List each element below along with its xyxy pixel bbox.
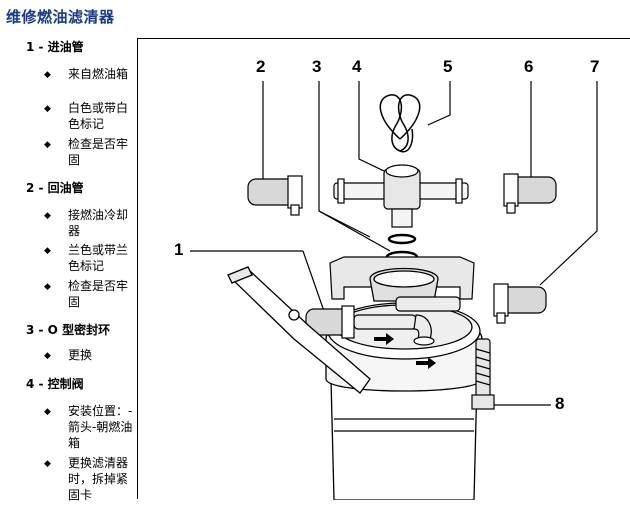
control-valve	[333, 164, 469, 228]
callout-8: 8	[555, 394, 565, 413]
section-heading-2: 2 - 回油管	[26, 181, 84, 195]
list-item: ◆ 接燃油冷却器	[44, 208, 129, 238]
bullet-icon: ◆	[44, 70, 51, 80]
leader-line-3	[318, 81, 391, 252]
flow-arrow-icon	[374, 333, 436, 369]
leader-line-5	[427, 81, 451, 126]
clamp-screw	[471, 338, 495, 410]
supply-hose-right	[493, 283, 547, 324]
list-item: ◆ 检查是否牢固	[44, 137, 129, 167]
leader-line-4	[358, 81, 385, 172]
bullet-icon: ◆	[44, 104, 51, 114]
diagram-drawing	[190, 81, 598, 500]
section-heading-1: 1 - 进油管	[26, 40, 84, 54]
filter-pipes	[353, 296, 461, 346]
leader-line-3b	[318, 210, 371, 238]
list-item: ◆ 来自燃油箱	[44, 67, 129, 81]
bullet-icon: ◆	[44, 459, 51, 469]
callout-5: 5	[443, 57, 453, 76]
list-item: ◆ 白色或带白色标记	[44, 101, 129, 131]
bullet-icon: ◆	[44, 246, 51, 256]
supply-hose-left	[305, 305, 355, 339]
list-item: ◆ 检查是否牢固	[44, 279, 129, 309]
callout-1: 1	[174, 240, 184, 259]
retaining-clip	[379, 94, 421, 153]
return-hose-fitting	[247, 175, 303, 216]
list-item: ◆ 兰色或带兰色标记	[44, 243, 129, 273]
bullet-icon: ◆	[44, 140, 51, 150]
list-item: ◆ 更换滤清器时，拆掉紧固卡	[44, 456, 129, 502]
clamp-lever	[227, 266, 371, 394]
leader-line-7	[539, 81, 598, 286]
filter-housing	[325, 267, 483, 500]
page-title: 维修燃油滤清器	[6, 8, 115, 26]
bullet-icon: ◆	[44, 407, 51, 417]
return-hose-right	[503, 173, 557, 214]
callout-3: 3	[312, 57, 322, 76]
bullet-icon: ◆	[44, 351, 51, 361]
callout-6: 6	[524, 57, 534, 76]
section-heading-4: 4 - 控制阀	[26, 377, 84, 391]
fuel-filter-diagram: 2 3 4 5 6 7 1 8	[137, 38, 630, 500]
callout-4: 4	[352, 57, 362, 76]
bullet-icon: ◆	[44, 282, 51, 292]
callout-2: 2	[256, 57, 266, 76]
bullet-icon: ◆	[44, 211, 51, 221]
list-item: ◆ 更换	[44, 348, 93, 362]
section-heading-3: 3 - O 型密封环	[26, 323, 111, 337]
callout-7: 7	[590, 57, 600, 76]
leader-line-1b	[302, 250, 326, 315]
list-item: ◆ 安装位置：-箭头-朝燃油箱	[44, 404, 133, 450]
